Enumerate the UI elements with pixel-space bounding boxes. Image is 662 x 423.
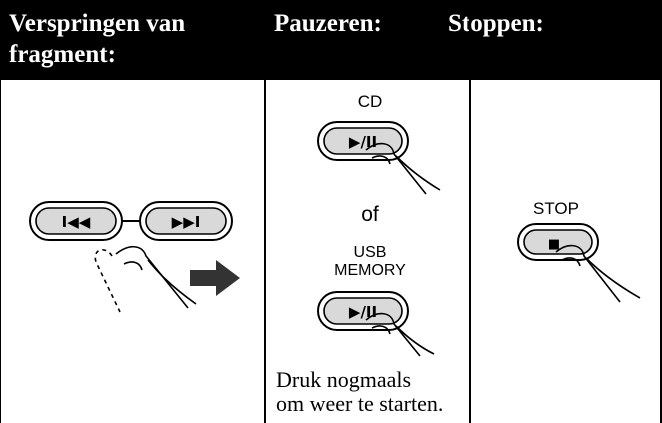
skip-back-icon: I◀◀ bbox=[29, 201, 123, 241]
usb-label-line1: USB bbox=[353, 244, 387, 261]
stop-symbol: ■ bbox=[548, 237, 560, 252]
header-skip-fragment: Verspringen van fragment: bbox=[0, 0, 264, 78]
header-pause: Pauzeren: bbox=[266, 0, 469, 78]
column-divider-1 bbox=[264, 0, 266, 423]
cd-play-pause-symbol: ▶/II bbox=[349, 133, 377, 151]
arrow-right-icon bbox=[190, 260, 240, 296]
header-skip-line2: fragment: bbox=[9, 41, 116, 68]
restart-note-line1: Druk nogmaals bbox=[276, 367, 412, 392]
table-right-border bbox=[660, 0, 662, 423]
skip-buttons-illustration: I◀◀ ▶▶I bbox=[29, 201, 240, 313]
usb-label-line2: MEMORY bbox=[334, 262, 406, 279]
next-button-symbol: ▶▶I bbox=[172, 213, 201, 231]
cd-play-pause-illustration: ▶/II bbox=[317, 121, 441, 195]
header-skip-line1: Verspringen van bbox=[9, 10, 186, 37]
stop-button-illustration: ■ bbox=[517, 223, 641, 303]
column-divider-2 bbox=[469, 0, 471, 423]
restart-note-line2: om weer te starten. bbox=[276, 391, 444, 416]
usb-play-pause-illustration: ▶/II bbox=[317, 291, 435, 357]
header-stop-text: Stoppen: bbox=[448, 0, 628, 40]
usb-play-pause-symbol: ▶/II bbox=[349, 303, 377, 321]
table-left-border bbox=[0, 0, 1, 423]
skip-forward-icon: ▶▶I bbox=[139, 201, 233, 241]
cd-label: CD bbox=[357, 92, 383, 111]
pressing-finger-icon bbox=[365, 312, 435, 357]
prev-button-symbol: I◀◀ bbox=[62, 213, 91, 231]
stop-label: STOP bbox=[533, 199, 579, 218]
or-text: of bbox=[361, 203, 379, 226]
restart-note: Druk nogmaals om weer te starten. bbox=[276, 368, 443, 416]
header-stop-label: Stoppen: bbox=[448, 10, 544, 37]
header-stop bbox=[471, 0, 662, 78]
header-divider bbox=[0, 78, 662, 80]
pressing-finger-icon bbox=[365, 142, 441, 195]
header-pause-label: Pauzeren: bbox=[274, 10, 382, 37]
usb-memory-label: USB MEMORY bbox=[320, 244, 420, 280]
pressing-finger-icon bbox=[555, 244, 641, 303]
pressing-finger-icon bbox=[94, 245, 197, 313]
